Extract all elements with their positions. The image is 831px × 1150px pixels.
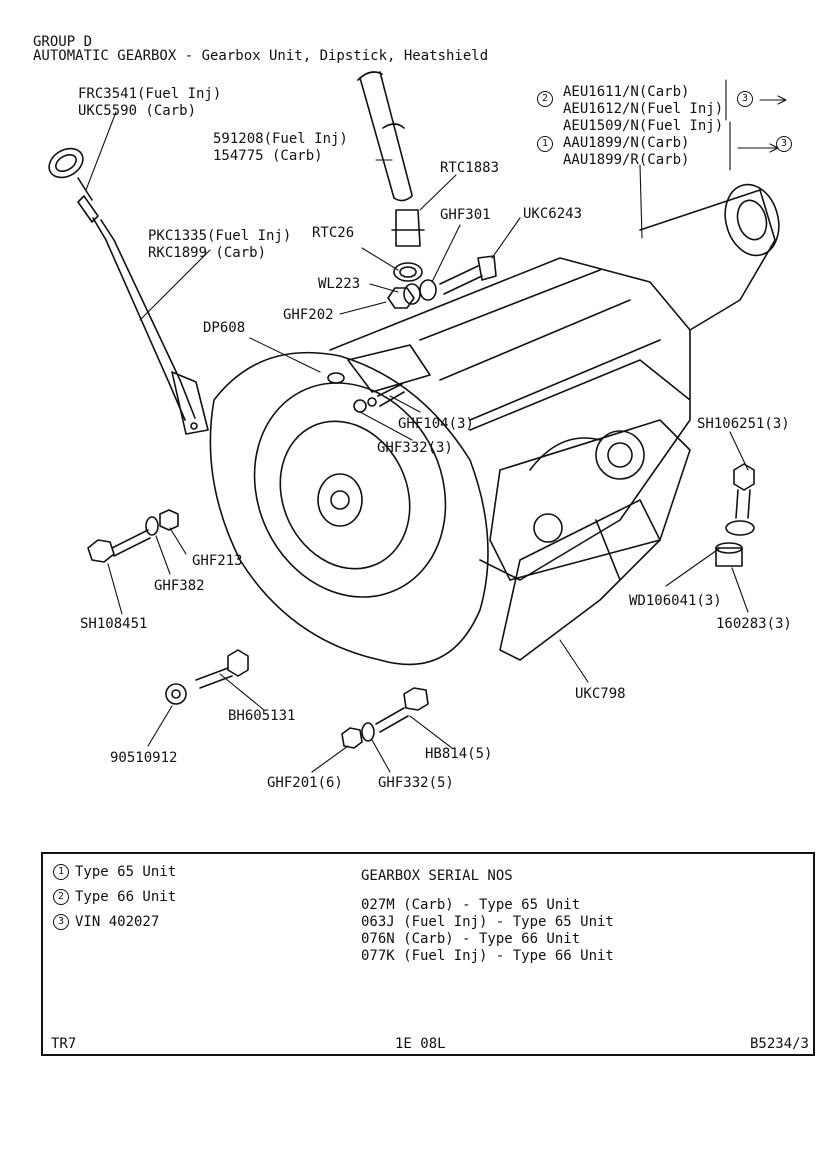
callout-90510912: 90510912 <box>110 750 178 766</box>
callout-wd106041: WD106041(3) <box>629 593 722 609</box>
marker-3-bottom: 3 <box>776 136 798 152</box>
serial-title: GEARBOX SERIAL NOS <box>361 868 513 884</box>
callout-sh108451: SH108451 <box>80 616 148 632</box>
callout-160283: 160283(3) <box>716 616 792 632</box>
serial-line: 063J (Fuel Inj) - Type 65 Unit <box>361 914 614 930</box>
callout-ghf332-3: GHF332(3) <box>377 440 453 456</box>
leader-lines <box>85 79 787 773</box>
callout-154775: 154775 (Carb) <box>213 148 323 164</box>
callout-pkc1335: PKC1335(Fuel Inj) <box>148 228 292 244</box>
callout-aeu1612: AEU1612/N(Fuel Inj) <box>563 101 724 117</box>
callout-hb814: HB814(5) <box>425 746 493 762</box>
gearbox-casing <box>209 183 780 666</box>
callout-aau1899n: AAU1899/N(Carb) <box>563 135 690 151</box>
callout-sh106251: SH106251(3) <box>697 416 790 432</box>
mount-bolt-left <box>87 509 179 563</box>
footer-page-code: 1E 08L <box>395 1036 446 1052</box>
callout-ghf202: GHF202 <box>283 307 334 323</box>
serial-line: 076N (Carb) - Type 66 Unit <box>361 931 581 947</box>
serial-line: 077K (Fuel Inj) - Type 66 Unit <box>361 948 614 964</box>
callout-bh605131: BH605131 <box>228 708 296 724</box>
bolt-hb814 <box>341 687 429 749</box>
callout-ghf332-5: GHF332(5) <box>378 775 454 791</box>
callout-rkc1899: RKC1899 (Carb) <box>148 245 267 261</box>
callout-ghf104: GHF104(3) <box>398 416 474 432</box>
footer-model: TR7 <box>51 1036 77 1052</box>
heatshield <box>499 499 661 661</box>
bolt-bh605131 <box>165 649 249 705</box>
marker-3-top: 3 <box>737 91 759 107</box>
callout-aau1899r: AAU1899/R(Carb) <box>563 152 690 168</box>
footer-ref: B5234/3 <box>749 1036 809 1052</box>
gearbox-exploded-diagram <box>48 71 787 773</box>
callout-wl223: WL223 <box>318 276 361 292</box>
callout-591208: 591208(Fuel Inj) <box>213 131 348 147</box>
callout-ukc5590: UKC5590 (Carb) <box>78 103 197 119</box>
callout-rtc1883: RTC1883 <box>440 160 500 176</box>
group-label: GROUP D <box>33 34 93 50</box>
mount-bolt-right <box>715 463 755 567</box>
callout-aeu1509: AEU1509/N(Fuel Inj) <box>563 118 724 134</box>
callout-ghf382: GHF382 <box>154 578 205 594</box>
callout-ukc6243: UKC6243 <box>523 206 583 222</box>
marker-2: 2 <box>537 91 559 107</box>
callout-ukc798: UKC798 <box>575 686 626 702</box>
breather-hose <box>357 71 413 202</box>
callout-frc3541: FRC3541(Fuel Inj) <box>78 86 222 102</box>
callout-dp608: DP608 <box>203 320 246 336</box>
callout-ghf213: GHF213 <box>192 553 243 569</box>
page-title: AUTOMATIC GEARBOX - Gearbox Unit, Dipsti… <box>33 48 489 64</box>
breather-fittings <box>387 209 497 309</box>
callout-ghf301: GHF301 <box>440 207 491 223</box>
serial-line: 027M (Carb) - Type 65 Unit <box>361 897 581 913</box>
callout-rtc26: RTC26 <box>312 225 355 241</box>
marker-1: 1 <box>537 136 559 152</box>
callout-ghf201: GHF201(6) <box>267 775 343 791</box>
callout-aeu1611: AEU1611/N(Carb) <box>563 84 690 100</box>
dipstick <box>48 147 209 435</box>
